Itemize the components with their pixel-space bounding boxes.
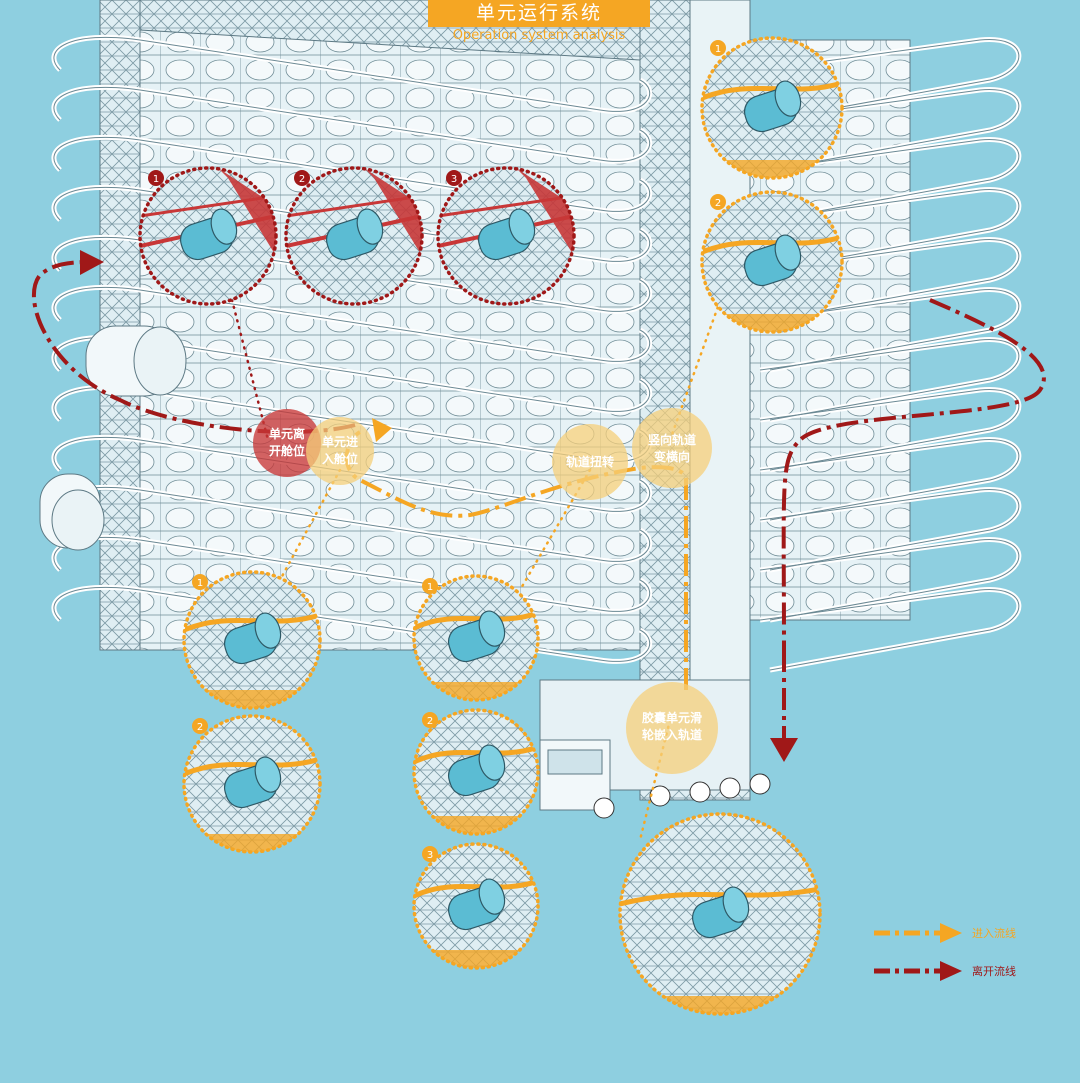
enter-arrowhead (372, 418, 392, 442)
detail-red-1: 1 (138, 166, 278, 306)
legend-enter-label: 进入流线 (972, 927, 1016, 940)
legend-exit: 离开流线 (872, 956, 1062, 986)
detail-number: 2 (197, 722, 203, 733)
detail-red-2: 2 (284, 166, 424, 306)
capsule-left (39, 325, 187, 551)
track-loop-left-outline (53, 436, 650, 512)
callout-leave-cabin: 单元离 开舱位 (268, 427, 305, 458)
detail-mid-bottom-2: 2 (412, 708, 540, 836)
track-loop-left-outline (53, 286, 650, 362)
track-loop-left-outline (53, 86, 650, 162)
detail-right-2: 2 (700, 190, 844, 334)
page-title: 单元运行系统 (428, 0, 650, 27)
track-loop-right-outline (759, 439, 1020, 521)
detail-number: 1 (715, 44, 721, 55)
track-loop-right-outline (759, 389, 1020, 471)
page-subtitle: Operation system analysis (452, 28, 626, 43)
detail-left-bottom-2: 2 (182, 714, 322, 854)
detail-mid-bottom-1: 1 (412, 574, 540, 702)
callout-enter-cabin: 单元进 入舱位 (321, 435, 358, 466)
track-loop-left-outline (53, 536, 650, 612)
track-loop-right-outline (759, 289, 1020, 371)
detail-number: 1 (153, 174, 159, 185)
callout-track-turn: 轨道扭转 (565, 455, 614, 469)
detail-number: 1 (427, 582, 433, 593)
track-loop-right-outline (759, 39, 1020, 121)
detail-number: 3 (427, 850, 433, 861)
callout-bubbles (253, 408, 718, 774)
exit-flow-swatch (874, 961, 962, 981)
track-loop-left-outline (53, 586, 650, 662)
detail-number: 2 (715, 198, 721, 209)
track-loop-right-outline (759, 489, 1020, 571)
detail-right-1: 1 (700, 36, 844, 180)
track-loop-right-outline (759, 589, 1020, 671)
track-loop-right-outline (759, 539, 1020, 621)
detail-mid-bottom-3: 3 (412, 842, 540, 970)
detail-number: 1 (197, 578, 203, 589)
track-loop-left-outline (53, 136, 650, 212)
exit-arrowhead-down (770, 738, 798, 762)
exit-arrowhead-left (80, 250, 104, 275)
track-loop-right-outline (759, 339, 1020, 421)
legend-enter: 进入流线 (872, 918, 1062, 948)
enter-flow-swatch (874, 923, 962, 943)
detail-number: 2 (427, 716, 433, 727)
detail-number: 3 (451, 174, 457, 185)
track-loop-right-outline (759, 139, 1020, 221)
detail-number: 2 (299, 174, 305, 185)
legend: 进入流线 离开流线 (872, 918, 1062, 994)
track-loop-left-outline (53, 36, 650, 112)
legend-exit-label: 离开流线 (972, 965, 1016, 978)
callout-capsule-wheel: 胶囊单元滑 轮嵌入轨道 (641, 711, 702, 742)
detail-red-3: 3 (436, 166, 576, 306)
detail-wheel-closeup (618, 812, 822, 1016)
track-loop-right-outline (759, 239, 1020, 321)
detail-left-bottom-1: 1 (182, 570, 322, 710)
track-loop-right-outline (759, 89, 1020, 171)
callout-vertical-track: 竖向轨道 变横向 (647, 433, 696, 464)
track-loop-right-outline (759, 189, 1020, 271)
track-loop-left-outline (53, 186, 650, 262)
